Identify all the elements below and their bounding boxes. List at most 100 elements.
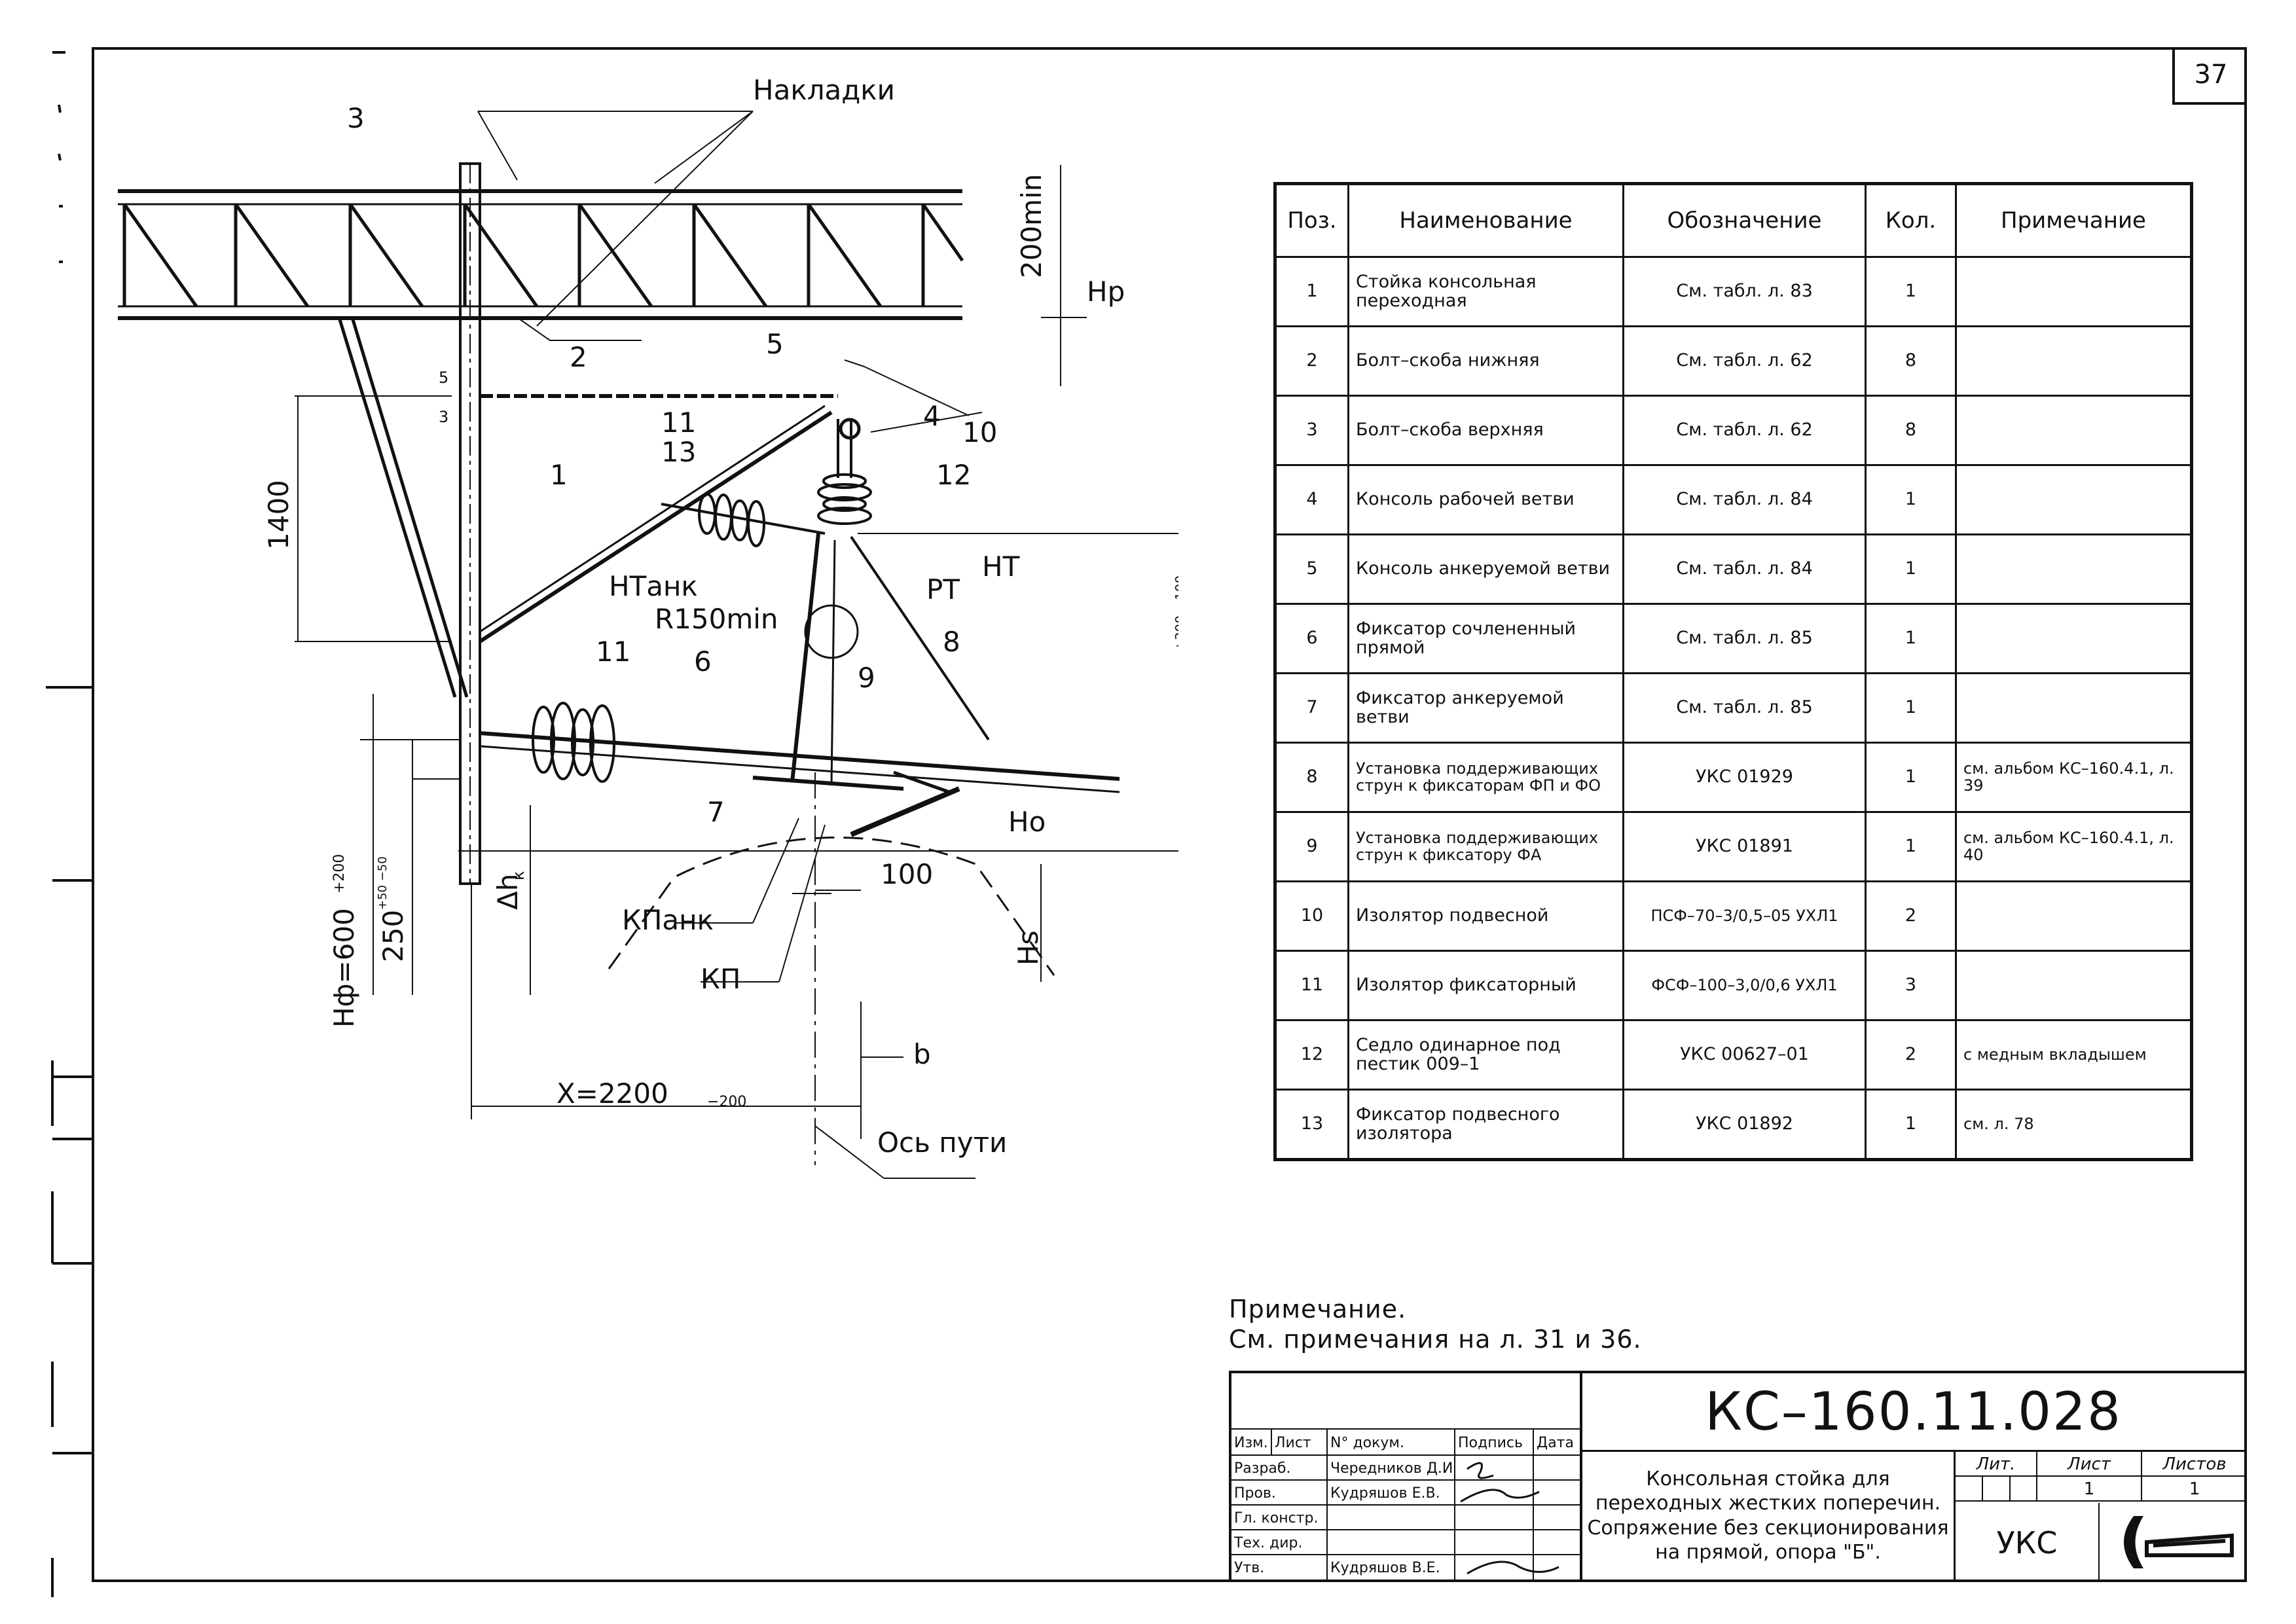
table-row: 4 Консоль рабочей ветви См. табл. л. 84 … [1274,464,2193,535]
callout-3: 3 [347,102,365,134]
role-row: Разраб. Чередников Д.И. [1231,1454,1580,1481]
cell-name: Изолятор фиксаторный [1347,950,1624,1021]
dim-hf-tol: +200 [331,854,348,893]
role: Пров. [1234,1485,1276,1502]
cell-pos: 1 [1274,256,1349,327]
cell-qty: 1 [1865,256,1957,327]
role-row: Утв. Кудряшов В.Е. [1231,1554,1580,1581]
table-row: 3 Болт–скоба верхняя См. табл. л. 62 8 [1274,395,2193,466]
col-list: Лист [1271,1430,1326,1456]
dim-250: 250 [377,910,409,962]
cell-qty: 1 [1865,672,1957,744]
cell-code: ПСФ–70–3/0,5–05 УХЛ1 [1622,880,1867,952]
cell-pos: 4 [1274,464,1349,535]
name-line: Сопряжение без секционирования [1587,1516,1949,1540]
callout-9: 9 [858,662,875,694]
cell-qty: 1 [1865,811,1957,882]
sheet-number: 37 [2172,47,2247,105]
label-ntank: НТанк [609,570,698,602]
sheet-label: Лист [2037,1452,2142,1477]
callout-1: 1 [550,459,568,491]
lit-cell-1 [1956,1477,1983,1502]
label-kpank: КПанк [622,904,714,936]
cell-code: УКС 00627–01 [1622,1019,1867,1091]
callout-8: 8 [943,626,960,658]
cell-pos: 5 [1274,533,1349,605]
role-row: Тех. дир. [1231,1529,1580,1555]
dim-b: b [913,1038,931,1070]
cell-name: Болт–скоба верхняя [1347,395,1624,466]
signature [1454,1530,1533,1555]
table-row: 5 Консоль анкеруемой ветви См. табл. л. … [1274,533,2193,605]
cell-code: УКС 01929 [1622,742,1867,813]
date [1533,1506,1580,1530]
cell-pos: 13 [1274,1089,1349,1161]
callout-7: 7 [707,796,725,828]
callout-4: 4 [923,400,941,432]
cell-note [1955,950,2193,1021]
header-qty: Кол. [1865,183,1957,258]
signature [1454,1555,1533,1581]
callout-12: 12 [936,459,971,491]
header-note: Примечание [1955,183,2193,258]
cell-qty: 1 [1865,603,1957,674]
blank-row [1231,1401,1580,1428]
cell-name: Установка поддерживающих струн к фиксато… [1347,811,1624,882]
sheet-info: Лит. Лист Листов 1 1 УКС [1956,1452,2247,1582]
cell-name: Седло одинарное под пестик 009–1 [1347,1019,1624,1091]
lit-label: Лит. [1956,1452,2037,1477]
person: Кудряшов В.Е. [1326,1555,1454,1581]
cell-code: См. табл. л. 62 [1622,325,1867,397]
revision-header-row: Изм. Лист N° докум. Подпись Дата [1231,1428,1580,1456]
label-hs: Hs [1012,931,1044,965]
mark-3: 3 [439,408,448,426]
label-dh: Δh [492,874,524,910]
dim-100: 100 [881,858,933,890]
label-nakladki: Накладки [753,74,895,106]
margin-marks [46,51,92,1597]
role: Тех. дир. [1234,1534,1303,1551]
callout-11-bottom: 11 [596,636,630,668]
signature [1454,1456,1533,1481]
person: Чередников Д.И. [1326,1456,1454,1481]
technical-drawing: Накладки 3 2 5 4 10 12 11 13 1 НТанк НТ … [98,52,1264,1244]
person: Кудряшов Е.В. [1326,1481,1454,1506]
drawing-frame [92,47,2247,1582]
cell-name: Консоль рабочей ветви [1347,464,1624,535]
col-izm: Изм. [1234,1434,1268,1451]
cell-name: Болт–скоба нижняя [1347,325,1624,397]
name-line: на прямой, опора "Б". [1655,1541,1881,1564]
cell-name: Стойка консольная переходная [1347,256,1624,327]
table-row: 13 Фиксатор подвесного изолятора УКС 018… [1274,1089,2193,1161]
cell-note [1955,464,2193,535]
sheet-value: 1 [2037,1477,2142,1502]
callout-5: 5 [766,328,784,360]
title-block: Изм. Лист N° докум. Подпись Дата Разраб.… [1229,1371,2247,1582]
cell-qty: 2 [1865,1019,1957,1091]
table-row: 10 Изолятор подвесной ПСФ–70–3/0,5–05 УХ… [1274,880,2193,952]
cell-code: См. табл. л. 62 [1622,395,1867,466]
col-sign: Подпись [1454,1430,1533,1456]
cell-note [1955,533,2193,605]
label-kp: КП [701,963,740,995]
sheets-value: 1 [2142,1477,2247,1502]
cell-name: Консоль анкеруемой ветви [1347,533,1624,605]
date [1533,1481,1580,1506]
label-ho: Но [1008,806,1046,838]
dim-250-tol: +50 −50 [376,856,390,910]
cell-qty: 2 [1865,880,1957,952]
table-row: 2 Болт–скоба нижняя См. табл. л. 62 8 [1274,325,2193,397]
dim-1800-tol: +300 −100 [1173,575,1178,651]
cell-pos: 2 [1274,325,1349,397]
dim-x-tol: −200 [707,1094,746,1110]
role: Утв. [1234,1560,1265,1576]
table-row: 1 Стойка консольная переходная См. табл.… [1274,256,2193,327]
cell-pos: 6 [1274,603,1349,674]
cell-note: см. альбом КС–160.4.1, л. 39 [1955,742,2193,813]
callout-10: 10 [962,416,997,448]
cell-code: См. табл. л. 85 [1622,603,1867,674]
spec-header-row: Поз. Наименование Обозначение Кол. Приме… [1274,183,2193,258]
cell-qty: 8 [1865,395,1957,466]
cell-qty: 1 [1865,464,1957,535]
person [1326,1506,1454,1530]
